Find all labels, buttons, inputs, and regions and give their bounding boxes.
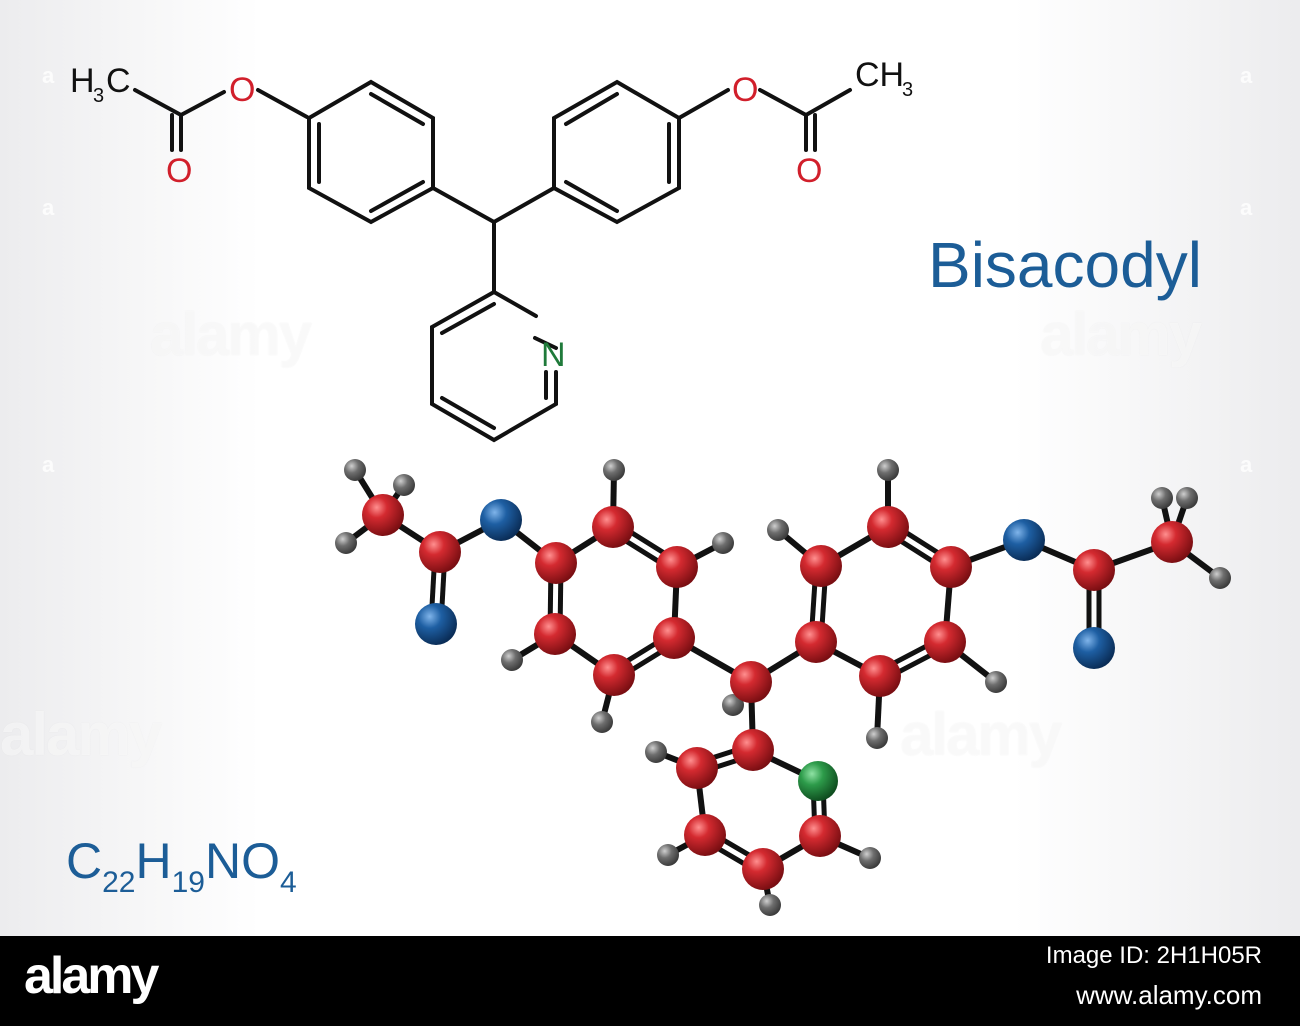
hydrogen-atom: [335, 532, 357, 554]
watermark-a: a: [1240, 452, 1253, 477]
footer-logo: alamy: [24, 947, 159, 1005]
hydrogen-atom: [393, 474, 415, 496]
oxygen-atom: [480, 499, 522, 541]
hydrogen-atom: [866, 727, 888, 749]
watermark-a: a: [1240, 63, 1253, 88]
carbon-atom: [742, 848, 784, 890]
carbonyl-oxygen-left: O: [166, 152, 192, 190]
stock-footer: alamy Image ID: 2H1H05R www.alamy.com: [0, 936, 1300, 1026]
hydrogen-atom: [767, 519, 789, 541]
carbon-atom: [592, 506, 634, 548]
carbon-atom: [535, 542, 577, 584]
formula-symbol: H: [135, 833, 172, 889]
footer-url: www.alamy.com: [1076, 980, 1262, 1010]
ester-oxygen-right: O: [732, 71, 758, 109]
carbon-atom: [924, 621, 966, 663]
carbon-atom: [534, 613, 576, 655]
carbon-atom: [362, 494, 404, 536]
methyl-left-sub: 3: [93, 85, 104, 107]
formula-subscript: 19: [171, 866, 205, 899]
hydrogen-atom: [712, 532, 734, 554]
watermark-alamy: alamy: [150, 301, 312, 368]
carbon-atom: [799, 815, 841, 857]
watermark-a: a: [1240, 195, 1253, 220]
carbon-atom: [1073, 549, 1115, 591]
oxygen-atom: [1073, 627, 1115, 669]
hydrogen-atom: [985, 671, 1007, 693]
hydrogen-atom: [657, 844, 679, 866]
hydrogen-atom: [501, 649, 523, 671]
hydrogen-atom: [1151, 487, 1173, 509]
hydrogen-atom: [759, 894, 781, 916]
footer-image-id: Image ID: 2H1H05R: [1045, 942, 1262, 969]
hydrogen-atom: [603, 459, 625, 481]
hydrogen-atom: [1209, 567, 1231, 589]
formula-symbol: C: [66, 833, 103, 889]
ball-stick-atoms: [335, 459, 1231, 916]
hydrogen-atom: [877, 459, 899, 481]
hydrogen-atom: [722, 694, 744, 716]
watermark-a: a: [42, 452, 55, 477]
compound-name: Bisacodyl: [928, 229, 1202, 301]
methyl-right-sub: 3: [902, 79, 913, 101]
methyl-left-c: C: [106, 62, 131, 100]
carbon-atom: [419, 531, 461, 573]
watermark-a: a: [42, 195, 55, 220]
nitrogen-atom: [798, 761, 838, 801]
hydrogen-atom: [859, 847, 881, 869]
watermark-alamy: alamy: [0, 701, 162, 768]
carbonyl-oxygen-right: O: [796, 152, 822, 190]
pyridine-nitrogen: N: [541, 336, 566, 374]
hydrogen-atom: [1176, 487, 1198, 509]
hydrogen-atom: [645, 741, 667, 763]
skeletal-formula: [133, 79, 852, 443]
carbon-atom: [859, 655, 901, 697]
watermark-alamy: alamy: [1040, 301, 1202, 368]
illustration-canvas: alamy alamy alamy alamy a a a a a a: [0, 0, 1300, 936]
carbon-atom: [676, 747, 718, 789]
carbon-atom: [800, 545, 842, 587]
carbon-atom: [1151, 521, 1193, 563]
carbon-atom: [653, 617, 695, 659]
methyl-left-h: H: [70, 62, 95, 100]
carbon-atom: [593, 654, 635, 696]
molecular-formula: C22H19NO4: [66, 832, 297, 899]
watermark-a: a: [42, 63, 55, 88]
molecule-figure: H 3 C O O O O CH 3 N: [70, 56, 1231, 916]
oxygen-atom: [1003, 519, 1045, 561]
formula-symbol: NO: [204, 833, 280, 889]
hydrogen-atom: [344, 459, 366, 481]
skeletal-labels: H 3 C O O O O CH 3 N: [70, 56, 913, 374]
formula-subscript: 4: [279, 866, 297, 899]
carbon-atom: [656, 546, 698, 588]
methyl-right-ch: CH: [855, 56, 904, 94]
carbon-atom: [795, 621, 837, 663]
watermark-alamy: alamy: [900, 701, 1062, 768]
oxygen-atom: [415, 603, 457, 645]
hydrogen-atom: [591, 711, 613, 733]
carbon-atom: [930, 546, 972, 588]
carbon-atom: [867, 506, 909, 548]
formula-subscript: 22: [102, 866, 136, 899]
ester-oxygen-left: O: [229, 71, 255, 109]
carbon-atom: [730, 661, 772, 703]
carbon-atom: [732, 729, 774, 771]
carbon-atom: [684, 814, 726, 856]
